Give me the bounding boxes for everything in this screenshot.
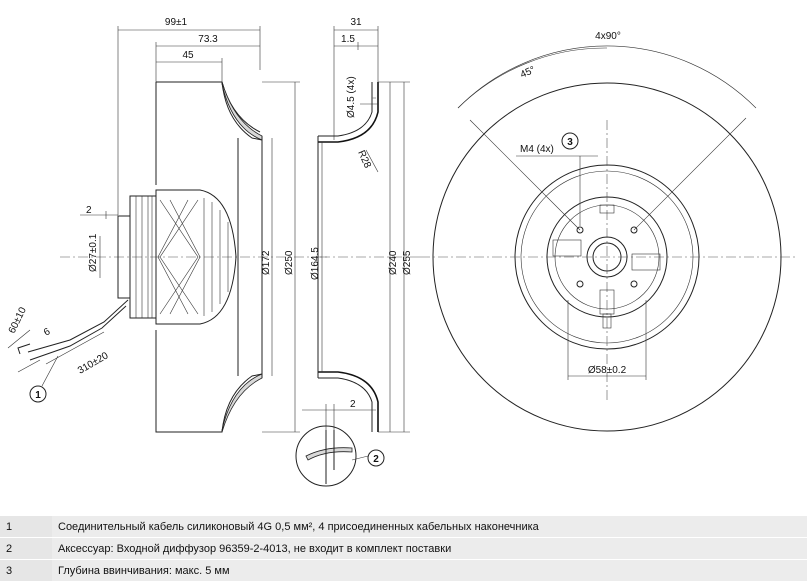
dim-dia-172: Ø172 [261,250,272,275]
legend-table: 1 Соединительный кабель силиконовый 4G 0… [0,516,807,582]
legend-row: 1 Соединительный кабель силиконовый 4G 0… [0,516,807,538]
side-view: 99±1 73.3 45 2 Ø27±0.1 Ø172 Ø250 60±10 6… [7,17,330,433]
dim-dia-240: Ø240 [388,250,399,275]
dim-hole-4-5: Ø4.5 (4x) [346,76,357,118]
dim-45: 45 [182,50,194,61]
dim-dia-250: Ø250 [284,250,295,275]
dim-73-3: 73.3 [198,34,218,45]
dim-radius-28: R28 [355,149,373,171]
legend-text: Глубина ввинчивания: макс. 5 мм [52,559,807,582]
callout-1: 1 [35,390,41,401]
legend-row: 3 Глубина ввинчивания: макс. 5 мм [0,559,807,582]
legend-num: 2 [0,537,52,560]
dim-angle-4x90: 4x90° [595,31,621,42]
callout-3: 3 [567,137,573,148]
dim-cable-6: 6 [42,326,53,339]
dim-width-31: 31 [350,17,362,28]
dim-width-1-5: 1.5 [341,34,355,45]
technical-drawing: 99±1 73.3 45 2 Ø27±0.1 Ø172 Ø250 60±10 6… [7,17,795,487]
legend-text: Аксессуар: Входной диффузор 96359-2-4013… [52,537,807,560]
section-view: 31 1.5 Ø4.5 (4x) R28 Ø164.5 Ø240 Ø255 2 … [295,17,420,487]
dim-hub-diameter: Ø27±0.1 [88,233,99,272]
front-view: 4x90° 45° M4 (4x) 3 Ø58±0.2 [420,31,795,432]
dim-cable-310: 310±20 [76,350,111,376]
callout-2: 2 [373,454,379,465]
dim-gap-2-right: 2 [350,399,356,410]
legend-text: Соединительный кабель силиконовый 4G 0,5… [52,516,807,538]
dim-cable-60: 60±10 [7,305,29,335]
legend-num: 3 [0,559,52,582]
dim-dia-255: Ø255 [402,250,413,275]
dim-dia-164-5: Ø164.5 [310,247,321,280]
dim-thread-m4: M4 (4x) [520,144,554,155]
legend-num: 1 [0,516,52,538]
legend-row: 2 Аксессуар: Входной диффузор 96359-2-40… [0,537,807,560]
dim-gap-2-left: 2 [86,205,92,216]
dim-angle-45: 45° [519,65,537,81]
dim-overall-length: 99±1 [165,17,188,28]
dim-dia-58: Ø58±0.2 [588,365,627,376]
